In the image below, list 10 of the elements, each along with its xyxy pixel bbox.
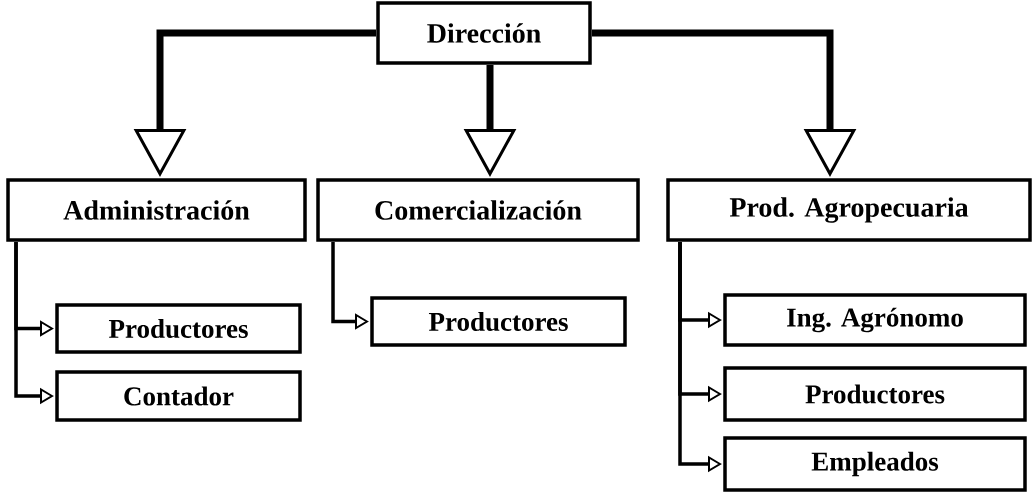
org-box: Ing. Agrónomo [723, 293, 1027, 347]
org-box: Contador [55, 370, 302, 422]
org-box: Productores [723, 366, 1027, 422]
org-box: Productores [55, 303, 302, 354]
org-box: Dirección [376, 1, 592, 65]
org-box: Prod. Agropecuaria [666, 178, 1032, 242]
org-box: Administración [6, 178, 307, 242]
org-box: Productores [370, 296, 627, 347]
org-box: Empleados [723, 436, 1027, 492]
org-box: Comercialización [316, 178, 640, 242]
